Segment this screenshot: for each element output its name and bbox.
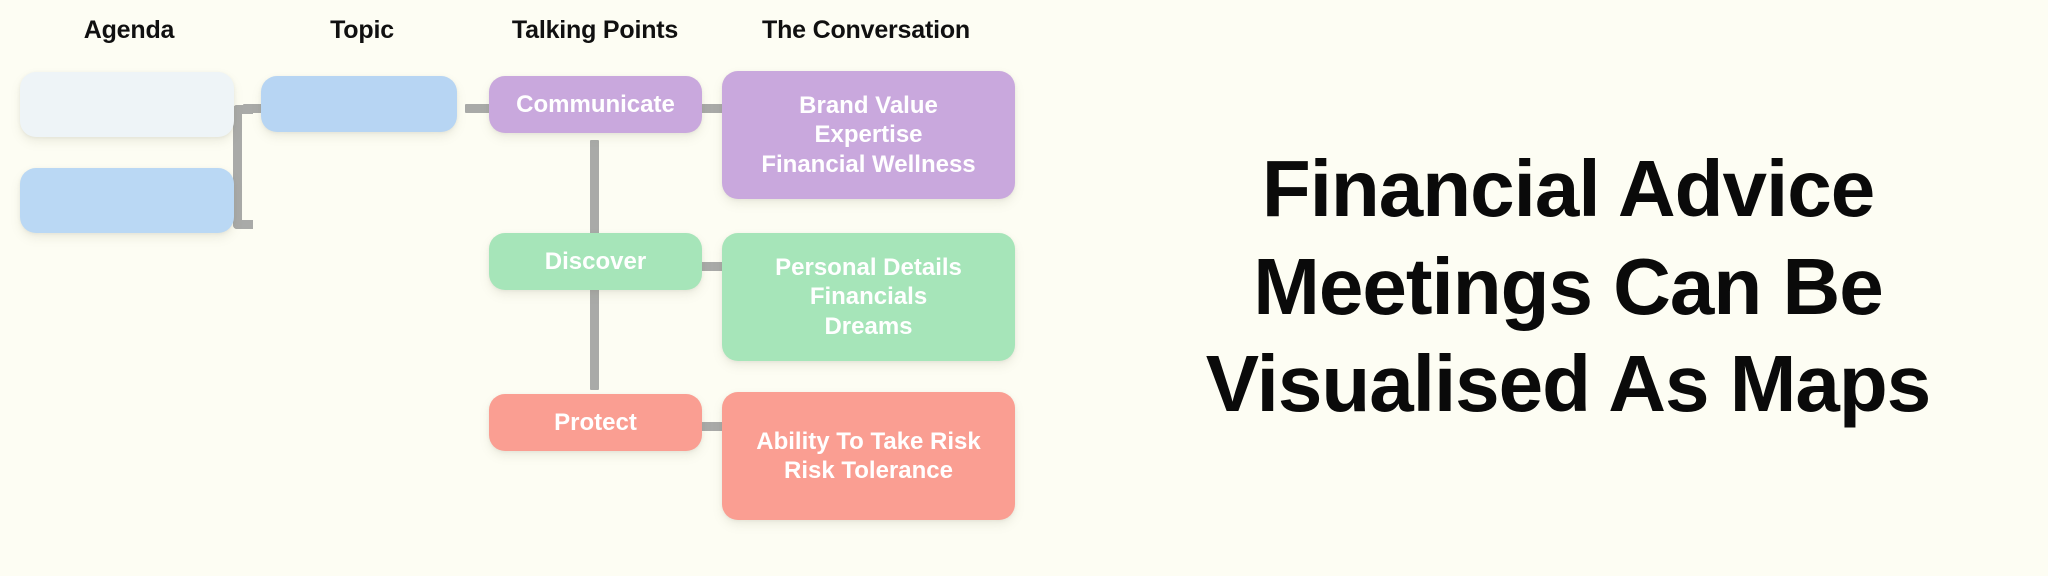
- conversation-communicate-line-1: Brand Value: [799, 92, 938, 120]
- conversation-protect-line-1: Ability To Take Risk: [756, 427, 981, 455]
- page-title: Financial Advice Meetings Can Be Visuali…: [1205, 140, 1932, 433]
- connector-topic-to-communicate: [465, 104, 493, 113]
- talking-point-protect[interactable]: Protect: [489, 394, 702, 451]
- talking-point-protect-label: Protect: [554, 408, 637, 436]
- talking-point-discover-label: Discover: [544, 247, 647, 275]
- conversation-discover-line-1: Personal Details: [775, 254, 962, 282]
- agenda-box-2[interactable]: [20, 168, 234, 233]
- conversation-discover-line-3: Dreams: [824, 312, 913, 340]
- column-header-talking-points: Talking Points: [511, 16, 679, 44]
- connector-agenda-to-topic: [243, 104, 265, 113]
- conversation-protect-line-2: Risk Tolerance: [784, 457, 953, 484]
- connector-agenda-bracket: [233, 105, 253, 229]
- agenda-box-1[interactable]: [20, 72, 234, 137]
- talking-point-communicate[interactable]: Communicate: [489, 76, 702, 133]
- connector-protect-to-conversation: [700, 422, 728, 431]
- conversation-discover-line-2: Financials: [809, 283, 928, 311]
- topic-box-1[interactable]: [261, 76, 457, 132]
- page-title-line-3: Visualised As Maps: [1205, 339, 1932, 429]
- conversation-box-communicate[interactable]: Brand Value Expertise Financial Wellness: [722, 71, 1015, 199]
- column-header-topic: Topic: [330, 16, 394, 44]
- page-title-line-2: Meetings Can Be: [1253, 241, 1884, 331]
- conversation-communicate-line-3: Financial Wellness: [761, 150, 976, 178]
- column-header-agenda: Agenda: [83, 16, 175, 44]
- conversation-box-discover[interactable]: Personal Details Financials Dreams: [722, 233, 1015, 361]
- connector-discover-to-conversation: [700, 262, 728, 271]
- page-title-line-1: Financial Advice: [1261, 144, 1875, 233]
- connector-communicate-to-conversation: [700, 104, 728, 113]
- talking-point-discover[interactable]: Discover: [489, 233, 702, 290]
- conversation-communicate-line-2: Expertise: [814, 121, 923, 149]
- conversation-box-protect[interactable]: Ability To Take Risk Risk Tolerance: [722, 392, 1015, 520]
- column-header-the-conversation: The Conversation: [762, 16, 970, 44]
- talking-point-communicate-label: Communicate: [516, 90, 675, 118]
